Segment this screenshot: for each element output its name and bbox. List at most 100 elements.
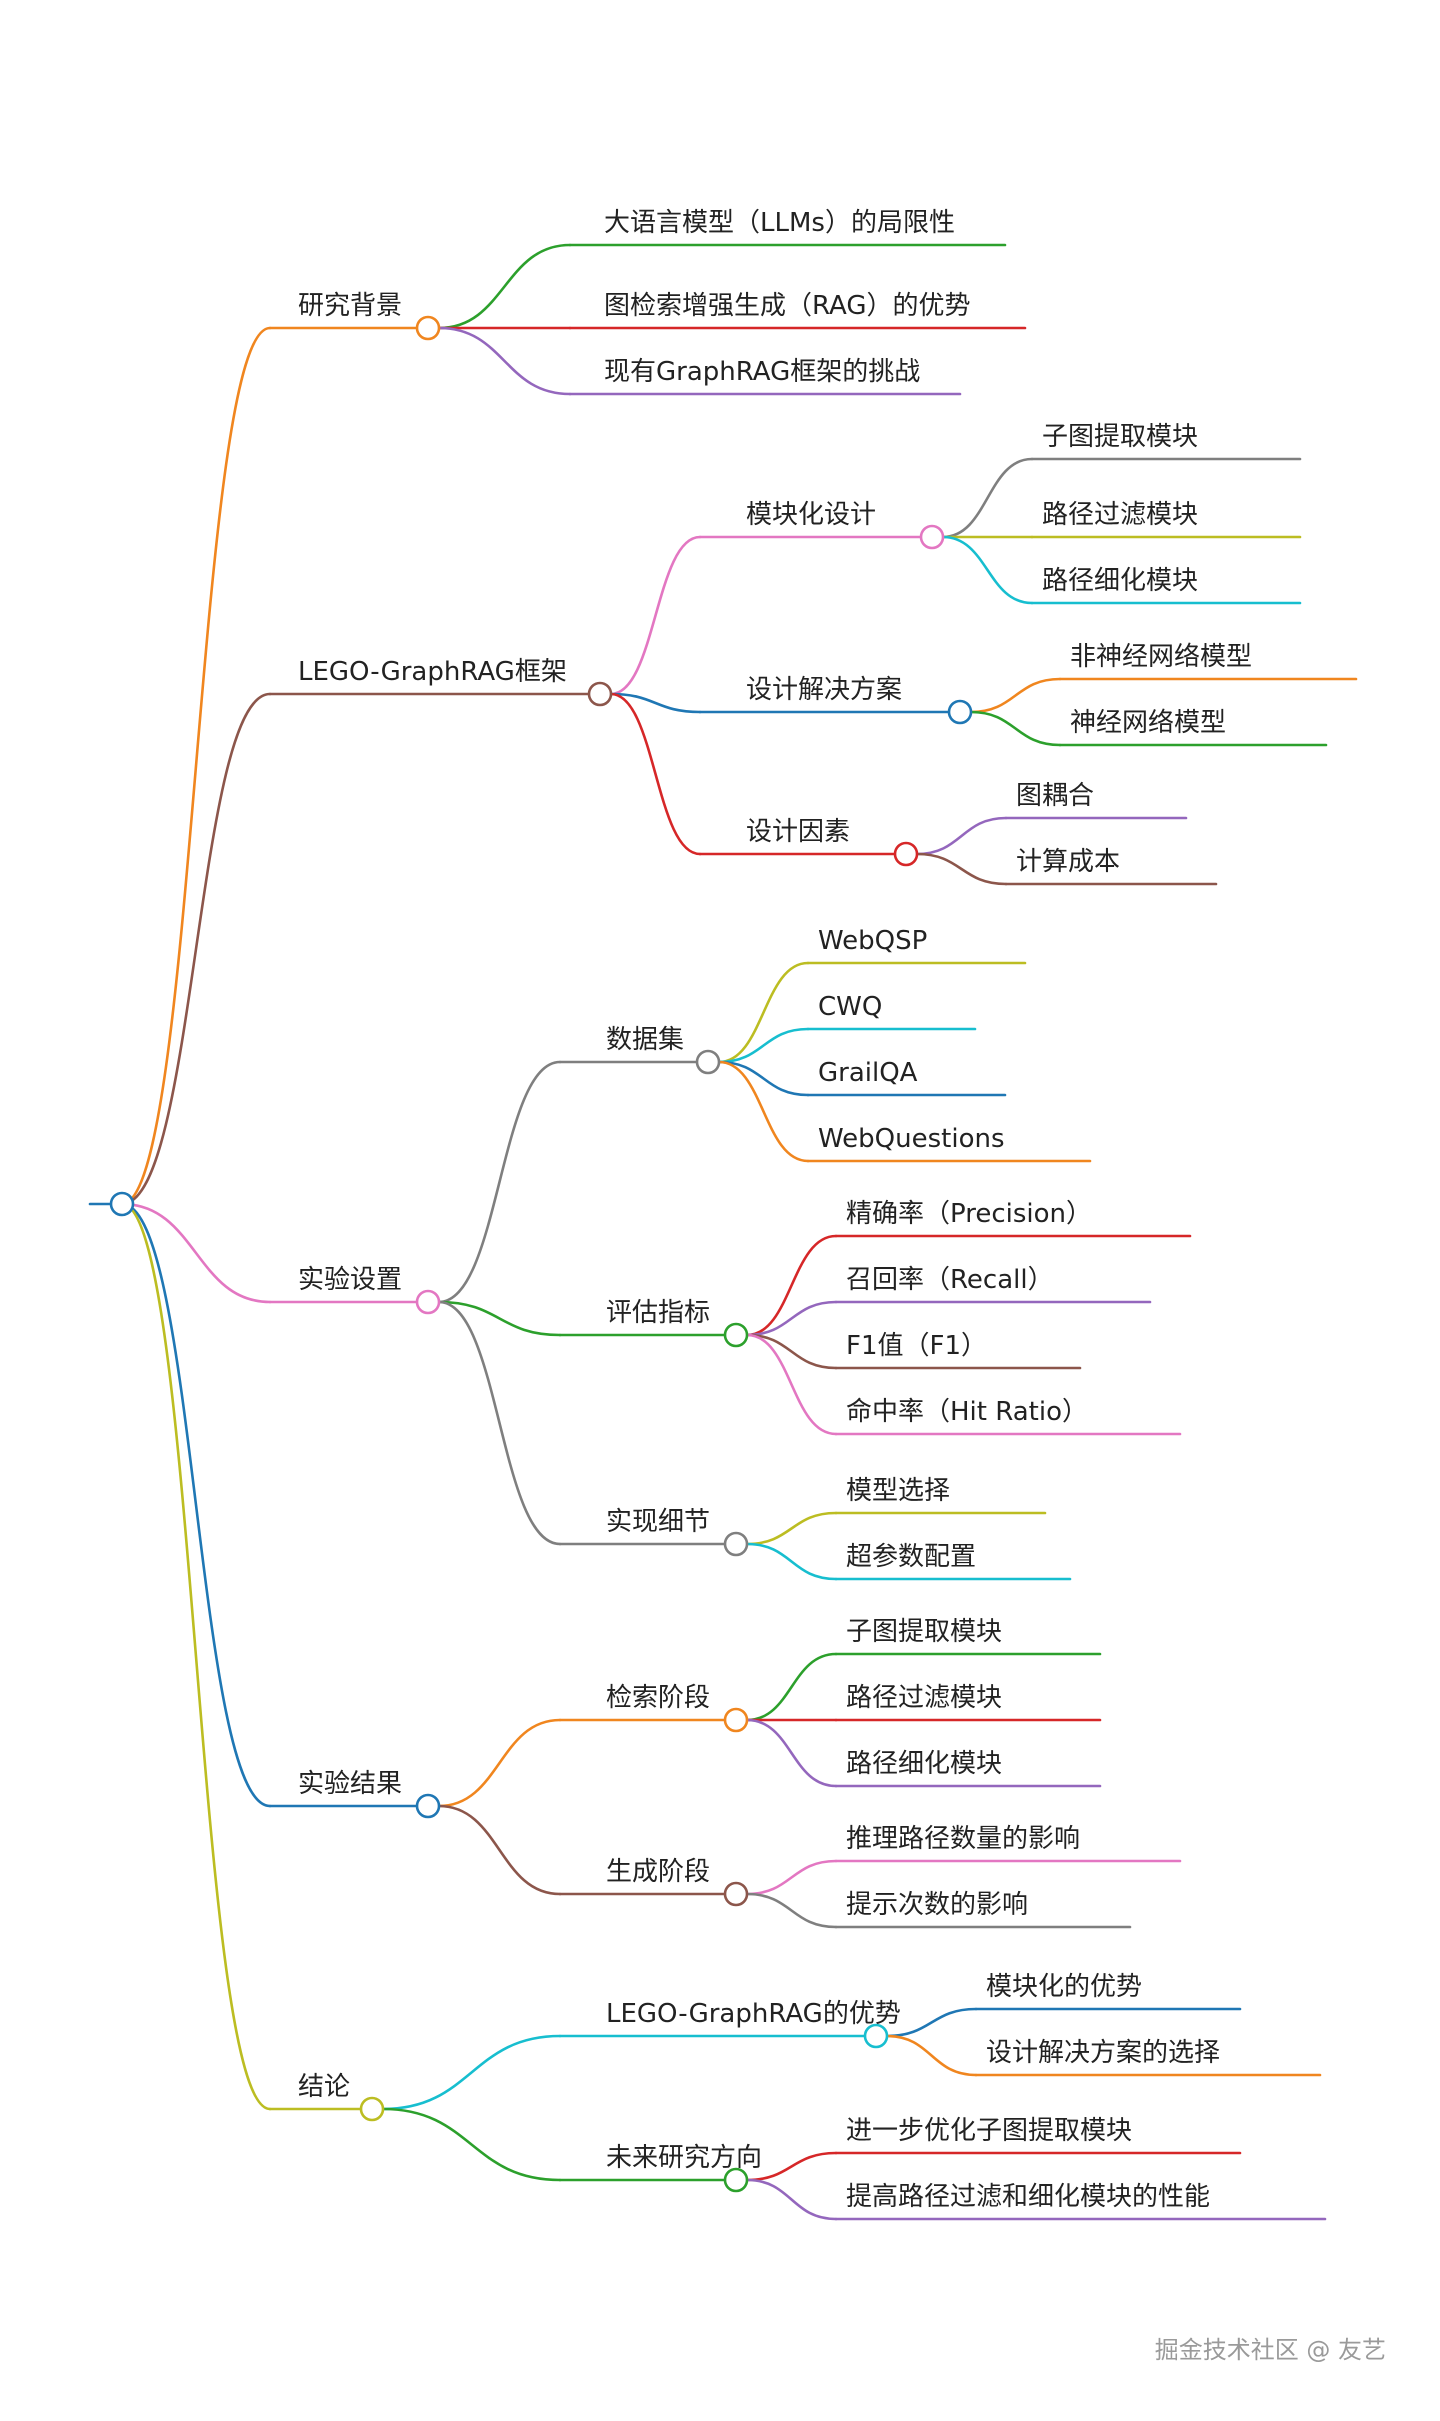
leaf-label: 提高路径过滤和细化模块的性能: [846, 2182, 1210, 2212]
branch-connector: [717, 1027, 810, 1064]
leaf-label: 子图提取模块: [1042, 422, 1198, 452]
node-dot: [723, 1322, 749, 1348]
subtopic-label: 生成阶段: [606, 1857, 710, 1887]
branch-connector: [745, 2178, 838, 2221]
node-dot: [695, 1049, 721, 1075]
leaf-label: 路径细化模块: [1042, 566, 1198, 596]
subtopic-label: 设计解决方案: [746, 675, 902, 705]
branch-connector: [717, 1060, 810, 1163]
branch-connector: [381, 2107, 562, 2182]
branch-connector: [437, 243, 572, 330]
node-dot: [723, 1881, 749, 1907]
leaf-label: 计算成本: [1016, 847, 1120, 877]
branch-connector: [941, 457, 1034, 539]
branch-connector: [381, 2034, 562, 2111]
node-dot: [415, 1289, 441, 1315]
subtopic-label: 模块化设计: [746, 500, 876, 530]
watermark: 掘金技术社区 @ 友艺: [1154, 2336, 1386, 2364]
node-dot: [947, 699, 973, 725]
subtopic-label: 实现细节: [606, 1507, 710, 1537]
branch-connector: [609, 535, 702, 696]
branch-connector: [120, 1202, 272, 1304]
branch-connector: [941, 535, 1034, 605]
branch-connector: [437, 1060, 562, 1304]
leaf-label: 路径过滤模块: [846, 1683, 1002, 1713]
branch-connector: [915, 816, 1008, 856]
branch-connector: [609, 692, 702, 714]
leaf-label: 设计解决方案的选择: [986, 2038, 1220, 2068]
node-dot: [723, 2167, 749, 2193]
branch-connector: [745, 1859, 838, 1896]
leaf-label: 超参数配置: [846, 1542, 976, 1572]
branch-connector: [717, 961, 810, 1064]
leaf-label: 图耦合: [1016, 781, 1094, 811]
branch-connector: [745, 1718, 838, 1788]
leaf-label: 命中率（Hit Ratio）: [846, 1397, 1088, 1427]
leaf-label: 模块化的优势: [986, 1972, 1142, 2002]
branch-connector: [885, 2007, 978, 2038]
subtopic-label: 评估指标: [606, 1298, 710, 1328]
node-dot: [723, 1707, 749, 1733]
branch-connector: [745, 1300, 838, 1337]
branch-connector: [745, 1892, 838, 1929]
branch-connector: [745, 1652, 838, 1722]
subtopic-label: 检索阶段: [606, 1683, 710, 1713]
branch-connector: [120, 1202, 272, 1808]
branch-connector: [745, 1511, 838, 1546]
leaf-label: 精确率（Precision）: [846, 1199, 1092, 1229]
branch-connector: [120, 326, 272, 1206]
leaf-label: 子图提取模块: [846, 1617, 1002, 1647]
node-dot: [415, 1793, 441, 1819]
node-dot: [863, 2023, 889, 2049]
branch-connector: [745, 1333, 838, 1436]
leaf-label: GrailQA: [818, 1058, 918, 1088]
leaf-label: 现有GraphRAG框架的挑战: [604, 357, 920, 387]
leaf-label: 进一步优化子图提取模块: [846, 2116, 1132, 2146]
leaf-label: 提示次数的影响: [846, 1890, 1028, 1920]
leaf-label: F1值（F1）: [846, 1331, 987, 1361]
branch-connector: [437, 1300, 562, 1337]
branch-connector: [120, 692, 272, 1206]
leaf-label: 神经网络模型: [1070, 708, 1226, 738]
branch-connector: [745, 2151, 838, 2182]
topic-label: LEGO-GraphRAG框架: [298, 657, 567, 687]
leaf-label: WebQSP: [818, 926, 927, 956]
node-dot: [919, 524, 945, 550]
branch-connector: [969, 677, 1062, 714]
branch-connector: [885, 2034, 978, 2077]
node-dot: [415, 315, 441, 341]
branch-connector: [437, 1300, 562, 1546]
leaf-label: WebQuestions: [818, 1124, 1005, 1154]
branch-connector: [915, 852, 1008, 886]
branch-connector: [437, 326, 572, 396]
leaf-label: 路径细化模块: [846, 1749, 1002, 1779]
branch-connector: [437, 1804, 562, 1896]
leaf-label: 大语言模型（LLMs）的局限性: [604, 208, 955, 238]
subtopic-label: 数据集: [606, 1025, 684, 1055]
leaf-label: 图检索增强生成（RAG）的优势: [604, 291, 971, 321]
branch-connector: [745, 1234, 838, 1337]
leaf-label: CWQ: [818, 992, 882, 1022]
topic-label: 研究背景: [298, 291, 402, 321]
leaf-label: 模型选择: [846, 1476, 950, 1506]
subtopic-label: LEGO-GraphRAG的优势: [606, 1999, 901, 2029]
subtopic-label: 设计因素: [746, 817, 850, 847]
root-node-dot: [109, 1191, 135, 1217]
topic-label: 实验设置: [298, 1265, 402, 1295]
branch-connector: [120, 1202, 272, 2111]
leaf-label: 路径过滤模块: [1042, 500, 1198, 530]
node-dot: [723, 1531, 749, 1557]
branch-connector: [609, 692, 702, 856]
topic-label: 实验结果: [298, 1769, 402, 1799]
node-dot: [587, 681, 613, 707]
leaf-label: 召回率（Recall）: [846, 1265, 1054, 1295]
branch-connector: [437, 1718, 562, 1808]
branch-connector: [717, 1060, 810, 1097]
branch-connector: [745, 1542, 838, 1581]
node-dot: [893, 841, 919, 867]
topic-label: 结论: [298, 2072, 350, 2102]
leaf-label: 推理路径数量的影响: [846, 1824, 1080, 1854]
branch-connector: [969, 710, 1062, 747]
leaf-label: 非神经网络模型: [1070, 642, 1252, 672]
